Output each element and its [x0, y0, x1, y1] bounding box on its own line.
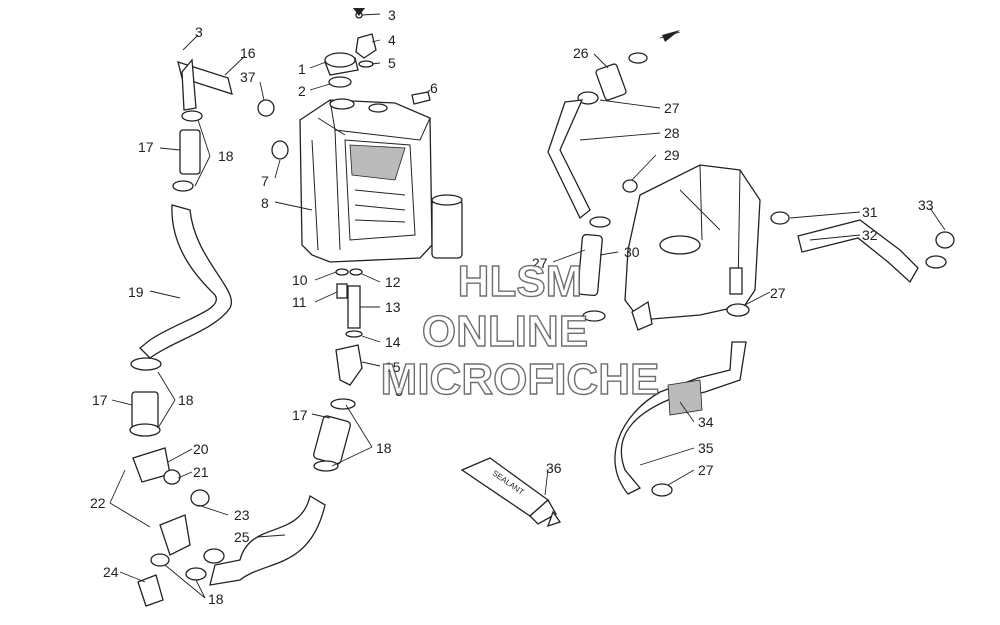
callout: 21: [193, 464, 209, 480]
callout: 3: [395, 383, 403, 399]
washer: [335, 268, 349, 276]
callout: 22: [90, 495, 106, 511]
callout: 18: [376, 440, 392, 456]
callout: 7: [261, 173, 269, 189]
watermark-line-1: HLSM: [458, 257, 583, 306]
left-hose-assembly: [129, 58, 275, 607]
callout: 19: [128, 284, 144, 300]
callout: 17: [292, 407, 308, 423]
callout: 15: [385, 359, 401, 375]
callout: 27: [664, 100, 680, 116]
callout: 18: [218, 148, 234, 164]
tube: [347, 285, 361, 329]
arrow-icon: [662, 30, 680, 42]
callout: 27: [770, 285, 786, 301]
outlet-fitting: [335, 344, 363, 386]
center-hose: [203, 398, 356, 586]
callout: 20: [193, 441, 209, 457]
callout: 18: [178, 392, 194, 408]
arrow-icon: [353, 8, 365, 16]
callout: 36: [546, 460, 562, 476]
callout: 3: [388, 7, 396, 23]
callout: 18: [208, 591, 224, 607]
callout: 10: [292, 272, 308, 288]
callout: 23: [234, 507, 250, 523]
callout: 37: [240, 69, 256, 85]
callout: 35: [698, 440, 714, 456]
tank-cap: [324, 52, 359, 88]
callout: 3: [195, 24, 203, 40]
elbow-fitting: [355, 11, 377, 68]
callout: 4: [388, 32, 396, 48]
watermark-line-3: MICROFICHE: [381, 355, 660, 404]
o-ring: [349, 268, 363, 276]
callout: 24: [103, 564, 119, 580]
watermark: HLSM ONLINE MICROFICHE: [380, 256, 660, 404]
callout-numbers: 1 2 3 3 3 4 5 6 7 8 10 11 12 13 14 15 16…: [90, 7, 934, 607]
callout: 27: [532, 255, 548, 271]
watermark-line-2: ONLINE: [422, 307, 588, 356]
callout: 34: [698, 414, 714, 430]
callout: 13: [385, 299, 401, 315]
callout: 1: [298, 61, 306, 77]
callout: 14: [385, 334, 401, 350]
filter-element: [431, 194, 463, 259]
grommet: [271, 140, 289, 160]
callout: 27: [698, 462, 714, 478]
callout: 30: [624, 244, 640, 260]
o-ring-lower: [345, 330, 363, 338]
callout: 6: [430, 80, 438, 96]
callout: 33: [918, 197, 934, 213]
leader-lines: [109, 13, 946, 599]
callout: 32: [862, 227, 878, 243]
callout: 17: [138, 139, 154, 155]
callout: 29: [664, 147, 680, 163]
callout: 31: [862, 204, 878, 220]
callout: 28: [664, 125, 680, 141]
bolt: [411, 91, 431, 105]
callout: 25: [234, 529, 250, 545]
callout: 5: [388, 55, 396, 71]
oil-tank: [299, 98, 433, 263]
callout: 16: [240, 45, 256, 61]
callout: 17: [92, 392, 108, 408]
callout: 2: [298, 83, 306, 99]
right-hoses: [547, 52, 955, 497]
callout: 26: [573, 45, 589, 61]
callout: 11: [292, 294, 307, 310]
callout: 8: [261, 195, 269, 211]
drain-plug: [336, 283, 348, 299]
callout: 12: [385, 274, 401, 290]
